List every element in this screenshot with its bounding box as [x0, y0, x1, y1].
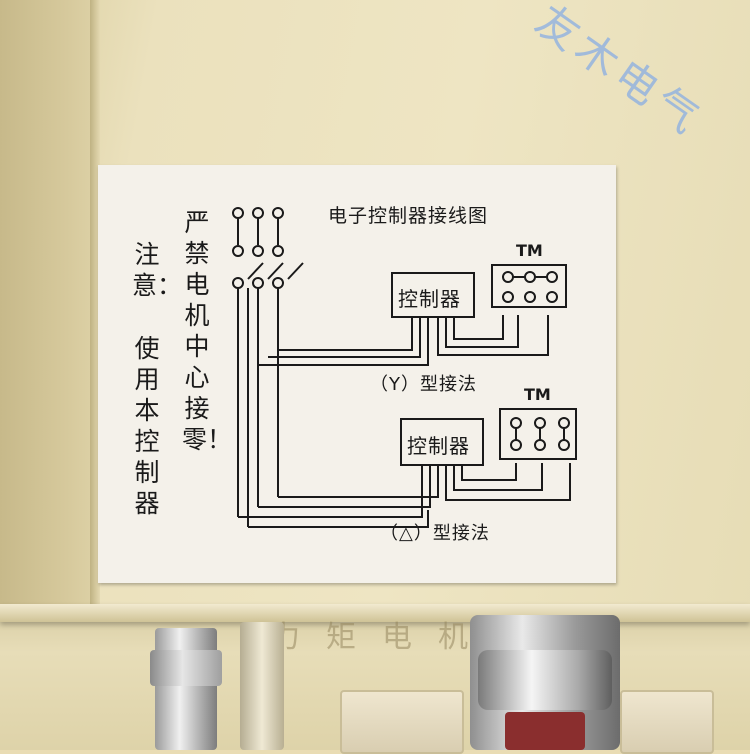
- wiring-diagram: [232, 207, 577, 528]
- terminal-post-mid: [240, 622, 284, 750]
- delta-controller-label: 控制器: [407, 434, 470, 458]
- diagram-title: 电子控制器接线图: [328, 205, 489, 227]
- indicator-window: [340, 690, 464, 754]
- knob-cap: [478, 650, 612, 710]
- y-tm-label: TM: [516, 241, 543, 260]
- indicator-window-right: [620, 690, 714, 754]
- knob-red-base: [505, 712, 585, 750]
- delta-wiring-caption: （△）型接法: [380, 523, 490, 544]
- housing-edge: [90, 0, 100, 610]
- housing-side-shadow: [0, 0, 95, 620]
- delta-tm-label: TM: [524, 385, 551, 404]
- terminal-post-left: [155, 628, 217, 750]
- wiring-diagram-label: 电子控制器接线图 严禁电机中心接零！ 注意： 使用本控制器 控制器 TM （Y）…: [98, 165, 616, 583]
- y-wiring-caption: （Y）型接法: [370, 374, 477, 395]
- warning-title: 注意：: [132, 240, 183, 300]
- warning-line-1: 严禁电机中心接零！: [182, 208, 233, 454]
- warning-line-2: 使用本控制器: [134, 334, 160, 518]
- terminal-post-left-collar: [150, 650, 222, 686]
- y-controller-label: 控制器: [398, 287, 461, 311]
